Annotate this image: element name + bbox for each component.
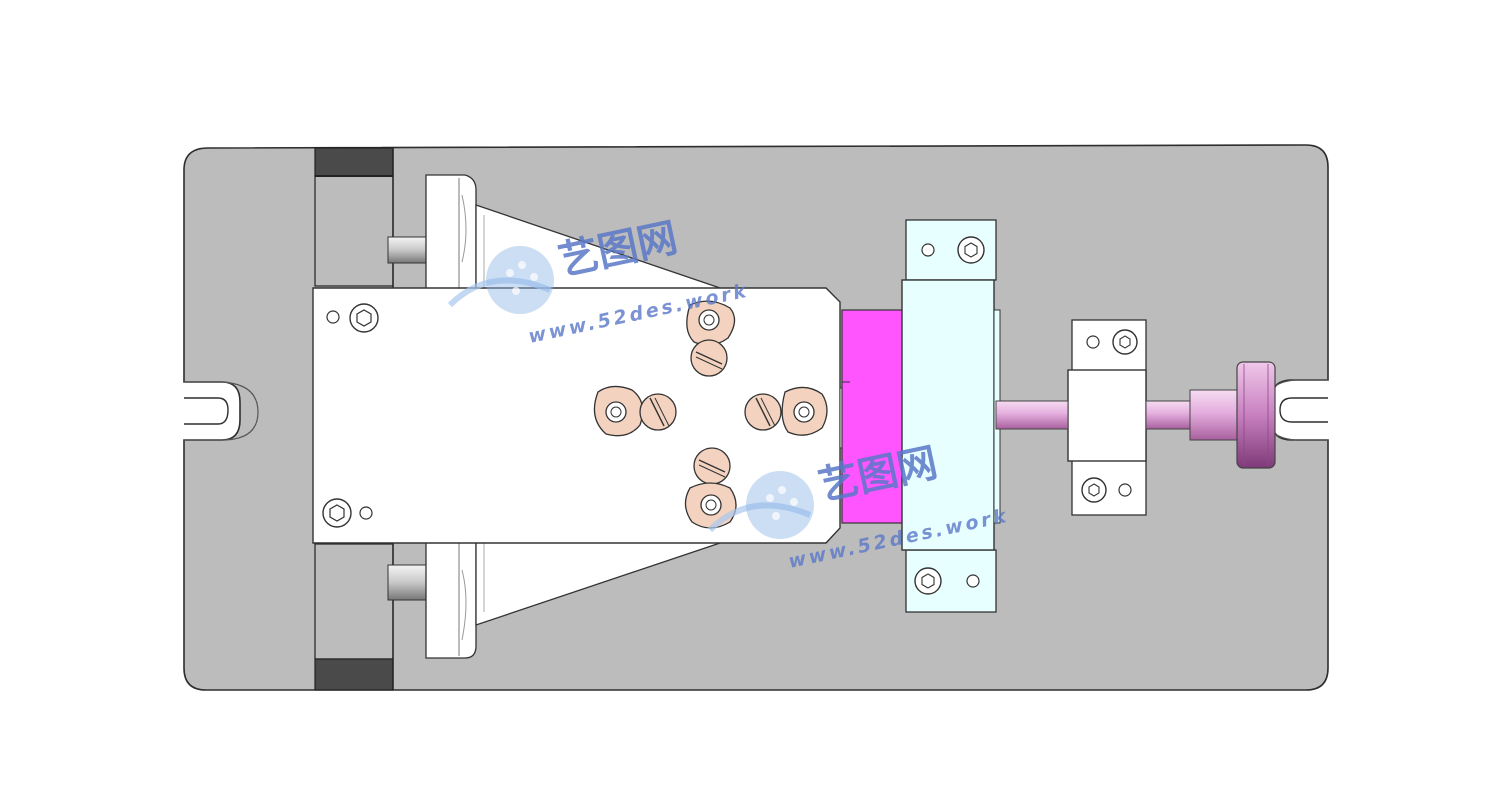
watermark-globe-logo	[447, 246, 554, 314]
socket-screw	[914, 567, 942, 595]
left-mounting-slot	[184, 397, 229, 425]
cam-clamp-right	[744, 386, 828, 436]
push-rod	[995, 389, 1239, 441]
dowel-hole	[966, 574, 980, 588]
cam-clamp-top	[686, 300, 736, 377]
socket-screw	[957, 236, 985, 264]
socket-screw	[1081, 477, 1107, 503]
right-mounting-slot	[1279, 397, 1328, 423]
watermark-globe-logo	[707, 471, 814, 539]
guide-pin-bottom	[387, 564, 429, 601]
left-clamp-block-bottom	[314, 543, 394, 691]
adjustment-knob	[1236, 361, 1276, 469]
cam-clamp-bottom	[684, 447, 737, 529]
dowel-hole	[326, 310, 340, 324]
socket-screw	[1112, 329, 1138, 355]
rod-support-bracket	[1067, 319, 1147, 516]
dowel-hole	[1118, 483, 1132, 497]
dowel-hole	[359, 506, 373, 520]
guide-pin-top	[387, 236, 429, 264]
dowel-hole	[921, 243, 935, 257]
slider-guide-rail	[901, 219, 1001, 613]
left-clamp-block-top	[314, 147, 394, 287]
socket-screw-bottom-left	[322, 498, 352, 528]
workpiece-block	[841, 309, 905, 524]
cam-clamp-left	[593, 385, 677, 437]
dowel-hole	[1086, 335, 1100, 349]
socket-screw-top-left	[349, 303, 379, 333]
